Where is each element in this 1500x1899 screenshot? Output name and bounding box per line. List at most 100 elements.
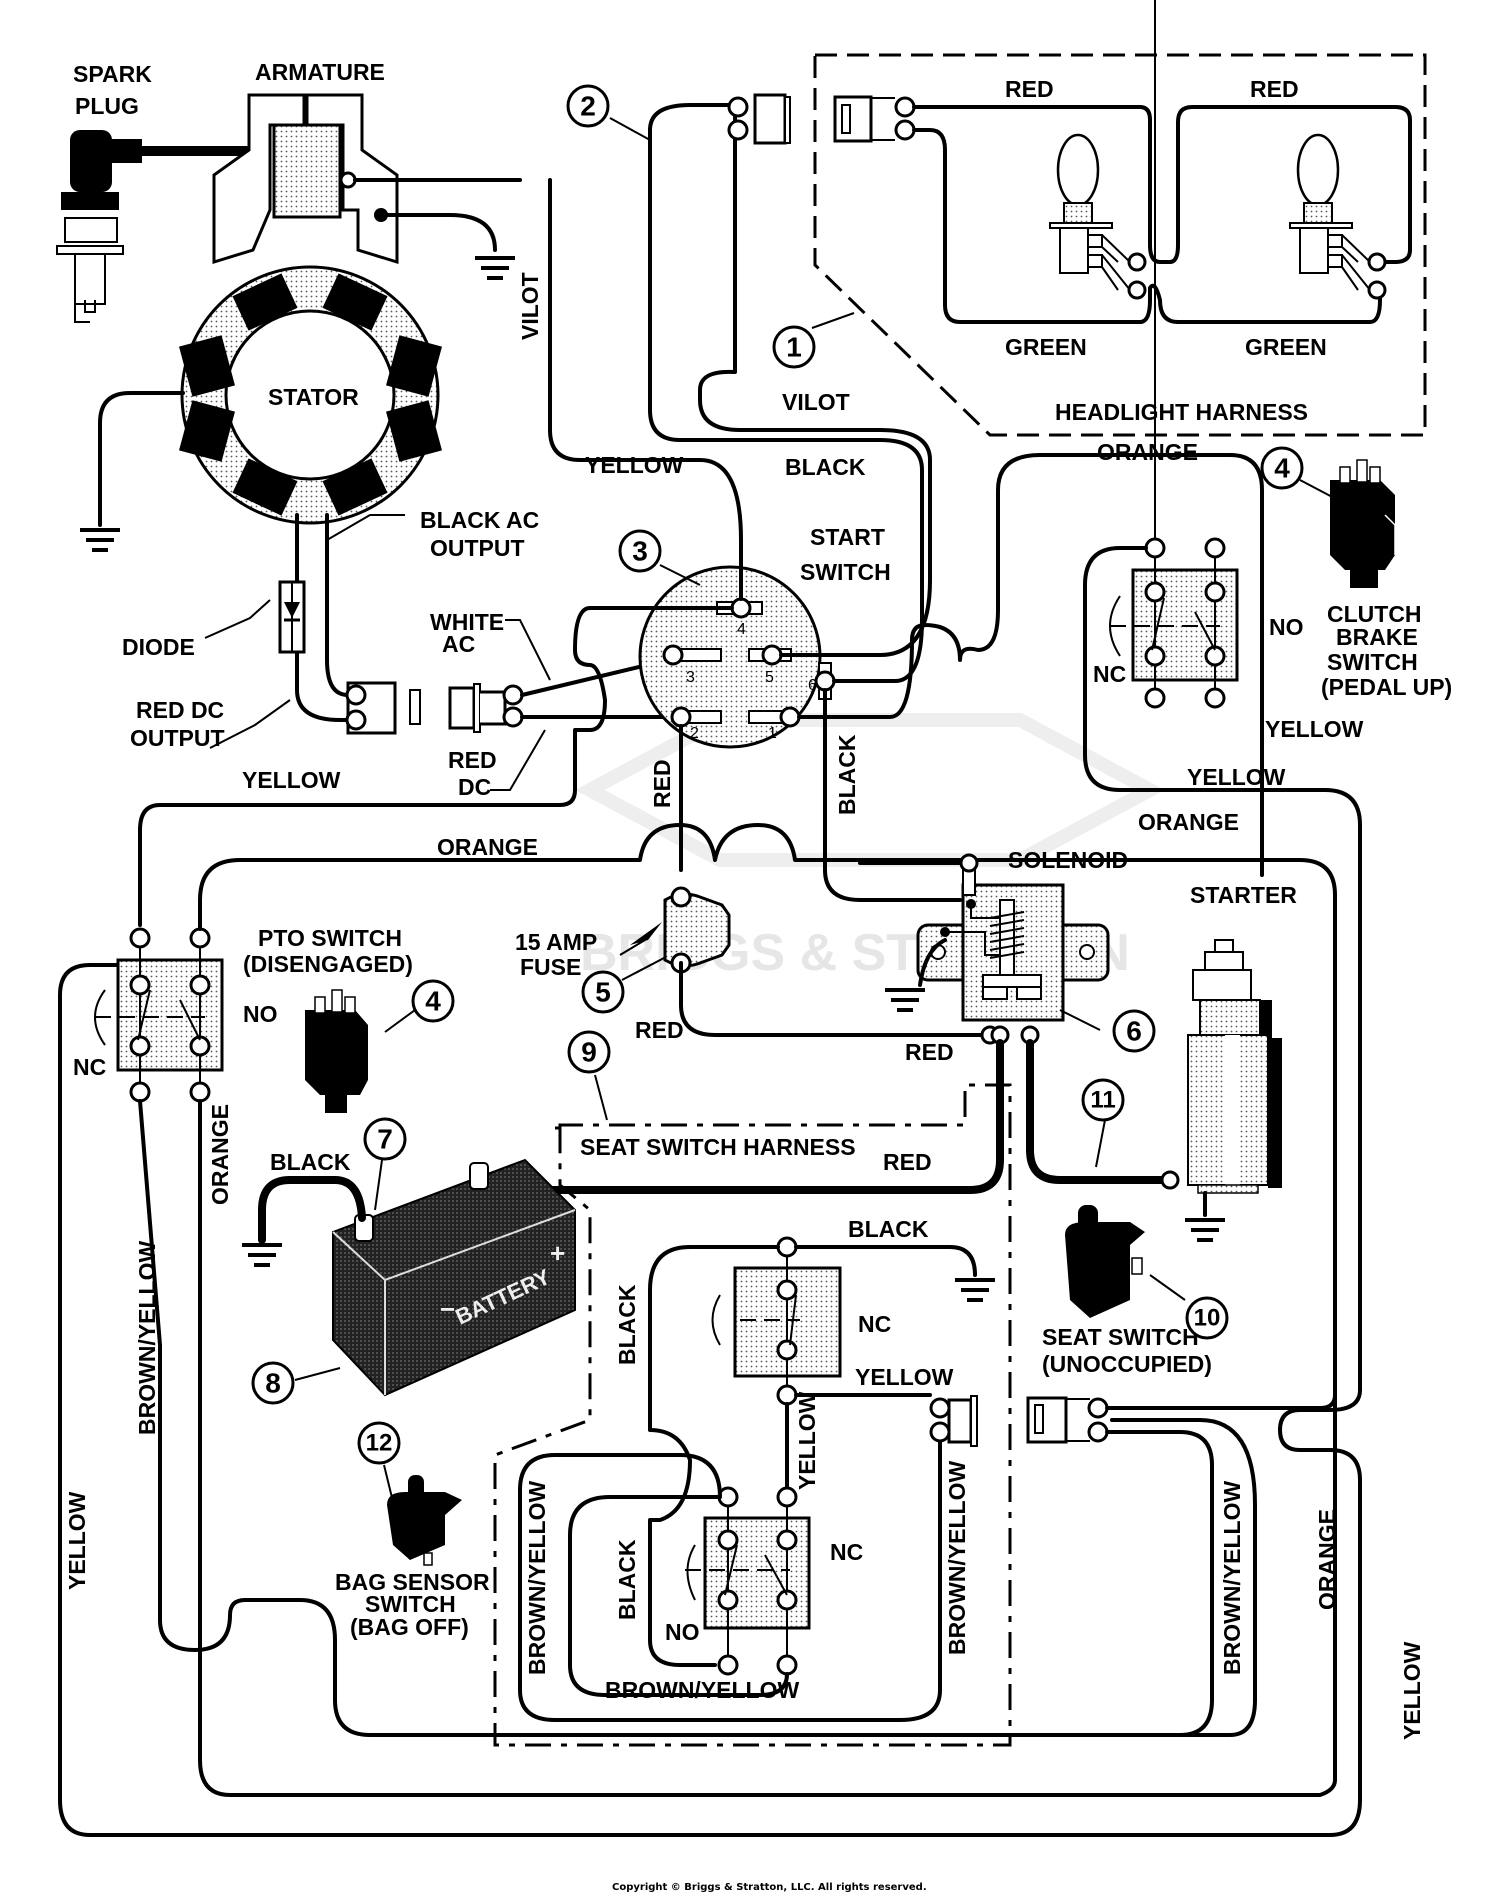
armature [212, 93, 522, 280]
svg-text:4: 4 [425, 986, 441, 1017]
wire-label-brown-yellow-right: BROWN/YELLOW [1219, 1481, 1245, 1675]
wire-label-black-seat-vertical: BLACK [614, 1284, 640, 1365]
wire-label-brown-yellow-pto: BROWN/YELLOW [134, 1241, 160, 1435]
svg-text:OUTPUT: OUTPUT [430, 535, 525, 561]
ac-dc-leader-lines [490, 619, 551, 791]
stator [78, 265, 442, 552]
red-dc-output-label: RED DC OUTPUT [130, 697, 225, 751]
svg-text:START: START [810, 524, 885, 550]
black-ac-output-label: BLACK AC OUTPUT [420, 507, 539, 561]
svg-text:(DISENGAGED): (DISENGAGED) [243, 951, 413, 977]
svg-text:SWITCH: SWITCH [1327, 649, 1418, 675]
clutch-brake-switch-label: CLUTCH BRAKE SWITCH (PEDAL UP) [1321, 601, 1452, 700]
pin-1: 1 [768, 725, 777, 742]
wire-label-green-2: GREEN [1245, 334, 1327, 360]
pto-switch-label: PTO SWITCH (DISENGAGED) [243, 925, 413, 977]
callout-5: 5 [581, 957, 665, 1014]
wire-label-yellow-left: YELLOW [242, 767, 341, 793]
svg-text:15 AMP: 15 AMP [515, 929, 597, 955]
svg-text:BAG SENSOR: BAG SENSOR [335, 1569, 490, 1595]
wire-label-brown-yellow-mid: BROWN/YELLOW [944, 1461, 970, 1655]
pin-5: 5 [765, 669, 774, 686]
svg-text:(PEDAL UP): (PEDAL UP) [1321, 674, 1452, 700]
seat-nc-label: NC [858, 1311, 891, 1337]
start-switch-wires [138, 103, 1264, 927]
svg-text:6: 6 [1126, 1016, 1142, 1047]
wire-label-red-solenoid: RED [905, 1039, 954, 1065]
svg-text:3: 3 [632, 536, 648, 567]
bag-no-label: NO [665, 1619, 700, 1645]
svg-text:DC: DC [458, 774, 491, 800]
wire-label-green-1: GREEN [1005, 334, 1087, 360]
wire-label-yellow-seat-vertical: YELLOW [794, 1391, 820, 1490]
svg-text:RED: RED [448, 747, 497, 773]
copyright-text: Copyright © Briggs & Stratton, LLC. All … [612, 1882, 927, 1893]
start-switch: 4 3 5 6 2 1 [638, 565, 836, 749]
callout-6: 6 [1112, 1009, 1156, 1053]
callout-11: 11 [1081, 1078, 1125, 1168]
svg-text:RED DC: RED DC [136, 697, 224, 723]
clutch-wires [58, 546, 1362, 1837]
callout-8: 8 [251, 1361, 341, 1405]
wire-label-red-battery: RED [883, 1149, 932, 1175]
wire-label-yellow-right: YELLOW [1399, 1641, 1425, 1740]
bag-nc-label: NC [830, 1539, 863, 1565]
stator-label: STATOR [268, 384, 359, 410]
svg-text:SEAT SWITCH: SEAT SWITCH [1042, 1324, 1199, 1350]
svg-text:AC: AC [442, 631, 475, 657]
callout-2: 2 [566, 84, 651, 141]
wire-label-yellow-top: YELLOW [585, 452, 684, 478]
pto-switch [94, 927, 368, 1113]
wire-label-black-top: BLACK [785, 454, 866, 480]
spark-plug [56, 130, 252, 323]
wire-label-orange-clutch: ORANGE [1138, 809, 1239, 835]
clutch-brake-switch [1109, 0, 1396, 709]
wire-label-yellow-clutch-1: YELLOW [1265, 716, 1364, 742]
bag-sensor-switch [387, 1475, 462, 1566]
pto-wires [138, 823, 1337, 1797]
wire-label-orange-pto: ORANGE [207, 1104, 233, 1205]
wire-label-vilot: VILOT [782, 389, 850, 415]
svg-text:SWITCH: SWITCH [800, 559, 891, 585]
fuse-label: 15 AMP FUSE [515, 929, 597, 980]
wire-label-red-1: RED [1005, 76, 1054, 102]
dc-ac-connector [448, 658, 690, 733]
diode-label: DIODE [122, 634, 195, 660]
svg-text:12: 12 [366, 1430, 393, 1457]
callout-3: 3 [618, 529, 701, 586]
wire-label-brown-yellow-bottom: BROWN/YELLOW [605, 1677, 799, 1703]
svg-text:1: 1 [786, 332, 802, 363]
solenoid [858, 853, 1110, 1031]
svg-text:(UNOCCUPIED): (UNOCCUPIED) [1042, 1351, 1212, 1377]
armature-label: ARMATURE [255, 59, 385, 85]
headlight-harness [727, 53, 1427, 437]
pin-6: 6 [808, 677, 817, 694]
svg-text:8: 8 [265, 1368, 281, 1399]
svg-text:BRAKE: BRAKE [1336, 624, 1418, 650]
wire-label-black-bag-vertical: BLACK [614, 1539, 640, 1620]
wire-label-yellow-clutch-2: YELLOW [1187, 764, 1286, 790]
pin-4: 4 [737, 621, 746, 638]
battery-minus: − [440, 1294, 455, 1324]
start-switch-label: START SWITCH [800, 524, 891, 585]
solenoid-label: SOLENOID [1008, 847, 1128, 873]
red-dc-label: RED DC [448, 747, 497, 800]
callout-4-pto: 4 [384, 979, 455, 1033]
battery-plus: + [550, 1238, 565, 1268]
wire-label-brown-yellow-inner: BROWN/YELLOW [524, 1481, 550, 1675]
seat-harness-switches [518, 1236, 1337, 1737]
callout-4-clutch: 4 [1260, 446, 1339, 501]
wire-label-orange-right: ORANGE [1314, 1509, 1340, 1610]
starter [1160, 939, 1282, 1242]
stator-outputs [204, 513, 421, 749]
svg-text:2: 2 [580, 91, 596, 122]
pin-2: 2 [690, 725, 699, 742]
svg-text:FUSE: FUSE [520, 954, 581, 980]
callout-7: 7 [363, 1117, 407, 1211]
svg-text:SWITCH: SWITCH [365, 1591, 456, 1617]
svg-text:OUTPUT: OUTPUT [130, 725, 225, 751]
wire-label-yellow-seat: YELLOW [855, 1364, 954, 1390]
pto-no-label: NO [243, 1001, 278, 1027]
svg-text:9: 9 [581, 1037, 597, 1068]
